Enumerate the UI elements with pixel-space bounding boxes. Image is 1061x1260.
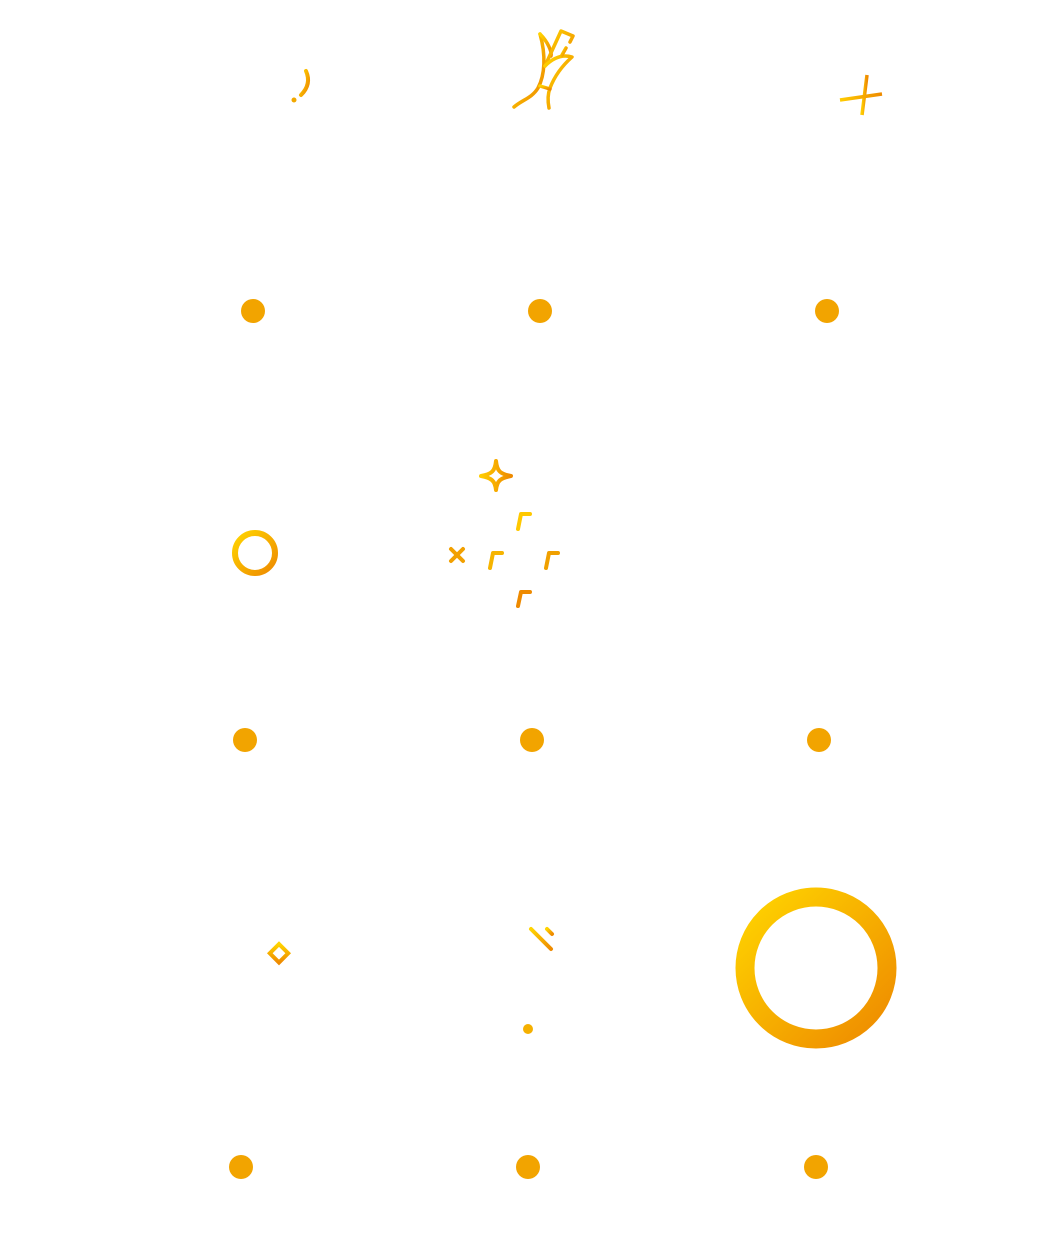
dot-icon [804,1155,828,1179]
diamond-icon [266,941,292,966]
dot-icon [807,728,831,752]
dot-icon [233,728,257,752]
plus-sparkle-icon [839,74,883,116]
dot-icon [523,1024,533,1034]
moon-fragment-icon [291,69,311,103]
dot-icon [241,299,265,323]
dot-icon [520,728,544,752]
sparkle-star-icon [479,459,513,492]
corner-bracket-icon [516,590,532,608]
dot-icon [815,299,839,323]
corner-bracket-icon [544,551,560,570]
large-ring-icon [735,887,897,1049]
dot-icon [516,1155,540,1179]
dot-icon [229,1155,253,1179]
corner-bracket-icon [516,512,532,531]
dot-icon [528,299,552,323]
dash-icon [529,927,554,951]
wheat-icon [512,29,575,110]
corner-bracket-icon [488,551,504,570]
cross-icon [449,547,465,563]
ring-icon [232,530,278,576]
